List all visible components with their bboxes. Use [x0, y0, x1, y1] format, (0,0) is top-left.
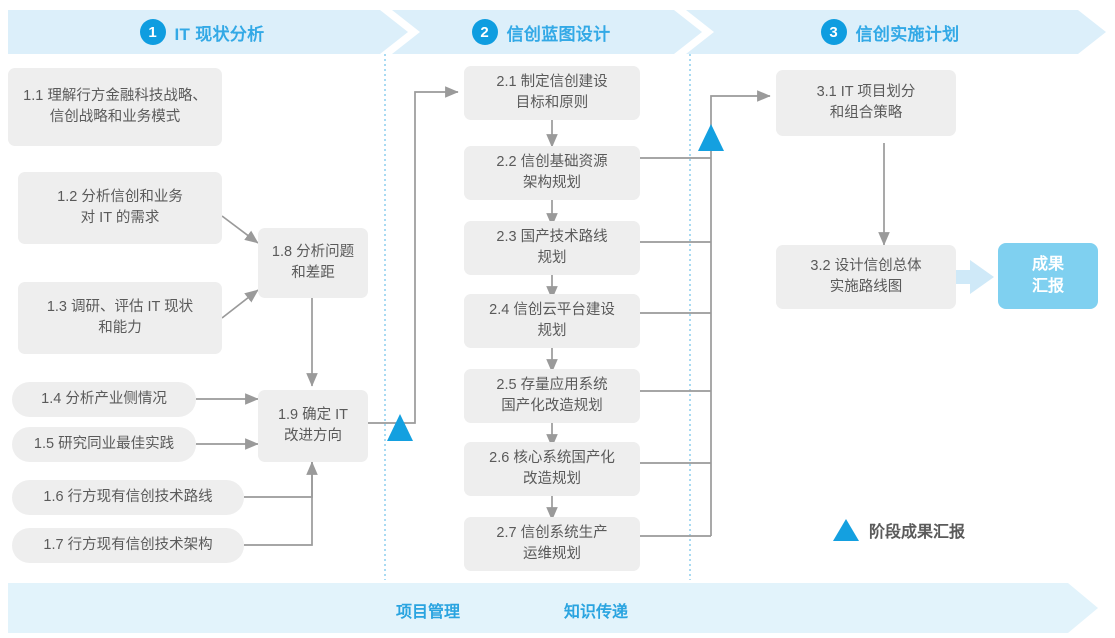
phase-title-3: 信创实施计划: [855, 24, 960, 44]
phase-title-2: 信创蓝图设计: [506, 24, 611, 44]
node-3-1[interactable]: 3.1 IT 项目划分 和组合策略: [776, 70, 956, 136]
footer-label-project-management: 项目管理: [396, 604, 461, 621]
node-2-2[interactable]: 2.2 信创基础资源 架构规划: [464, 146, 640, 200]
phase-number-badge-3: 3: [820, 19, 847, 45]
footer-band-shape: [8, 583, 1098, 633]
milestone-triangle-phase1: [387, 414, 413, 441]
node-2-5[interactable]: 2.5 存量应用系统 国产化改造规划: [464, 369, 640, 423]
node-1-9[interactable]: 1.9 确定 IT 改进方向: [258, 390, 368, 462]
triangle-up-icon: [833, 519, 859, 541]
phase-number-badge-1: 1: [139, 19, 166, 45]
node-2-1[interactable]: 2.1 制定信创建设 目标和原则: [464, 66, 640, 120]
node-2-3[interactable]: 2.3 国产技术路线 规划: [464, 221, 640, 275]
node-2-7[interactable]: 2.7 信创系统生产 运维规划: [464, 517, 640, 571]
node-3-2[interactable]: 3.2 设计信创总体 实施路线图: [776, 245, 956, 309]
node-1-8[interactable]: 1.8 分析问题 和差距: [258, 228, 368, 298]
node-1-1[interactable]: 1.1 理解行方金融科技战略、 信创战略和业务模式: [8, 68, 222, 146]
legend-milestone: 阶段成果汇报: [833, 518, 965, 542]
node-1-6[interactable]: 1.6 行方现有信创技术路线: [12, 480, 244, 515]
node-1-2[interactable]: 1.2 分析信创和业务 对 IT 的需求: [18, 172, 222, 244]
phase-header-1: 1 IT 现状分析: [8, 10, 408, 54]
node-1-7[interactable]: 1.7 行方现有信创技术架构: [12, 528, 244, 563]
result-box[interactable]: 成果 汇报: [998, 243, 1098, 309]
phase-number-badge-2: 2: [471, 19, 498, 45]
node-1-3[interactable]: 1.3 调研、评估 IT 现状 和能力: [18, 282, 222, 354]
node-1-4[interactable]: 1.4 分析产业侧情况: [12, 382, 196, 417]
legend-label: 阶段成果汇报: [869, 524, 966, 541]
node-2-6[interactable]: 2.6 核心系统国产化 改造规划: [464, 442, 640, 496]
phase-title-1: IT 现状分析: [174, 24, 265, 44]
node-1-5[interactable]: 1.5 研究同业最佳实践: [12, 427, 196, 462]
phase-header-3: 3 信创实施计划: [686, 10, 1106, 54]
node-2-4[interactable]: 2.4 信创云平台建设 规划: [464, 294, 640, 348]
phase-header-2: 2 信创蓝图设计: [392, 10, 702, 54]
milestone-triangle-phase2: [698, 124, 724, 151]
footer-label-knowledge-transfer: 知识传递: [564, 604, 629, 621]
